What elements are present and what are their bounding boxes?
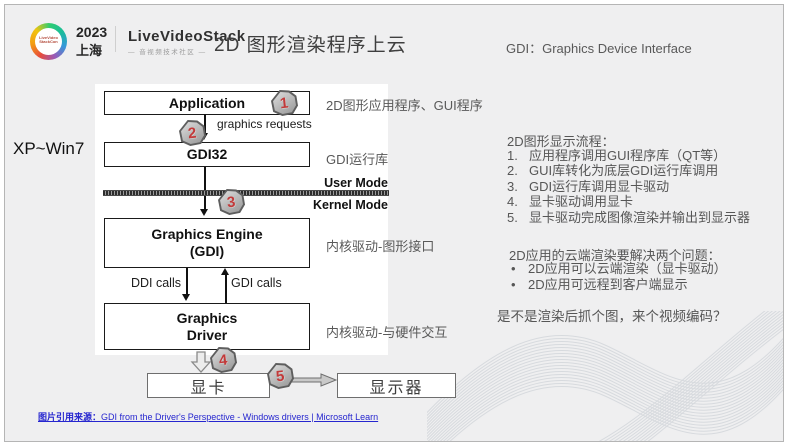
cloud-point: • 2D应用可远程到客户端显示 [511,276,688,292]
os-version-note: XP~Win7 [13,139,85,158]
arrow-app-to-gdi32 [204,114,206,135]
footer-source: 图片引用来源：GDI from the Driver's Perspective… [38,410,378,423]
flow-step: 1. 应用程序调用GUI程序库（QT等） [507,148,727,163]
bullet-icon: • [511,276,516,292]
side-label-engine: 内核驱动-图形接口 [326,239,435,254]
arrowhead-gdi-calls [221,268,229,275]
side-label-driver: 内核驱动-与硬件交互 [326,325,448,340]
stamp-3: 3 [218,189,245,215]
flow-step: 2. GUI库转化为底层GDI运行库调用 [507,163,719,179]
gdi-definition: GDI：Graphics Device Interface [506,41,692,56]
gdi32-box: GDI32 [104,142,310,167]
conference-logo-icon: LiveVideo StackCon [30,23,67,60]
page-title: 2D 图形渲染程序上云 [214,35,407,56]
cloud-rendering-title: 2D应用的云端渲染要解决两个问题： [509,248,721,263]
flow-step: 5. 显卡驱动完成图像渲染并输出到显示器 [507,209,751,225]
footer-source-prefix: 图片引用来源： [38,412,102,422]
block-arrow-driver-to-gpu [190,351,212,373]
mode-divider [103,190,389,196]
cloud-point: • 2D应用可以云端渲染（显卡驱动） [511,261,727,276]
side-label-gdi32: GDI运行库 [326,152,389,167]
arrow-gdi-calls [225,274,227,303]
logo-city: 上海 [76,43,103,58]
arrowhead-gdi32-to-engine [200,209,208,216]
gpu-label: 显卡 [190,379,227,397]
flow-step: 3. GDI运行库调用显卡驱动 [507,178,670,194]
side-label-application: 2D图形应用程序、GUI程序 [326,98,483,113]
stamp-5: 5 [267,363,294,389]
graphics-engine-box: Graphics Engine (GDI) [104,218,310,268]
brand-tagline: — 音视频技术社区 — [128,49,207,56]
flow-title: 2D图形显示流程： [507,134,615,149]
display-box: 显示器 [337,373,456,398]
gdi32-label: GDI32 [186,146,228,162]
engine-label-line1: Graphics Engine [151,226,263,242]
stamp-1: 1 [271,90,298,116]
logo-separator [115,26,116,52]
arrowhead-ddi-calls [182,294,190,301]
arrow-gdi32-to-engine [204,167,206,211]
gpu-box: 显卡 [147,373,270,398]
cloud-point-list: • 2D应用可以云端渲染（显卡驱动） • 2D应用可远程到客户端显示 [511,261,727,293]
arrow-ddi-calls [186,268,188,295]
kernel-mode-label: Kernel Mode [312,198,388,212]
footer-source-link[interactable]: GDI from the Driver's Perspective - Wind… [101,412,379,422]
logo-year: 2023 [76,24,108,40]
application-label: Application [168,94,246,111]
graphics-driver-box: Graphics Driver [104,303,310,350]
stamp-2: 2 [179,120,206,146]
gdi-calls-label: GDI calls [231,276,282,290]
stamp-4: 4 [210,347,237,373]
user-mode-label: User Mode [324,176,388,190]
ddi-calls-label: DDI calls [130,276,181,290]
engine-label-line2: (GDI) [189,243,225,259]
display-label: 显示器 [369,379,424,397]
logo-ring-text: LiveVideo StackCon [39,35,58,44]
driver-label-line2: Driver [186,326,228,343]
question-text: 是不是渲染后抓个图，来个视频编码？ [497,309,727,324]
brand-name: LiveVideoStack [128,28,246,45]
bullet-icon: • [511,261,516,276]
graphics-requests-label: graphics requests [217,117,312,131]
flow-step: 4. 显卡驱动调用显卡 [507,194,634,210]
flow-list: 1. 应用程序调用GUI程序库（QT等） 2. GUI库转化为底层GDI运行库调… [507,148,750,225]
driver-label-line1: Graphics [176,309,238,326]
